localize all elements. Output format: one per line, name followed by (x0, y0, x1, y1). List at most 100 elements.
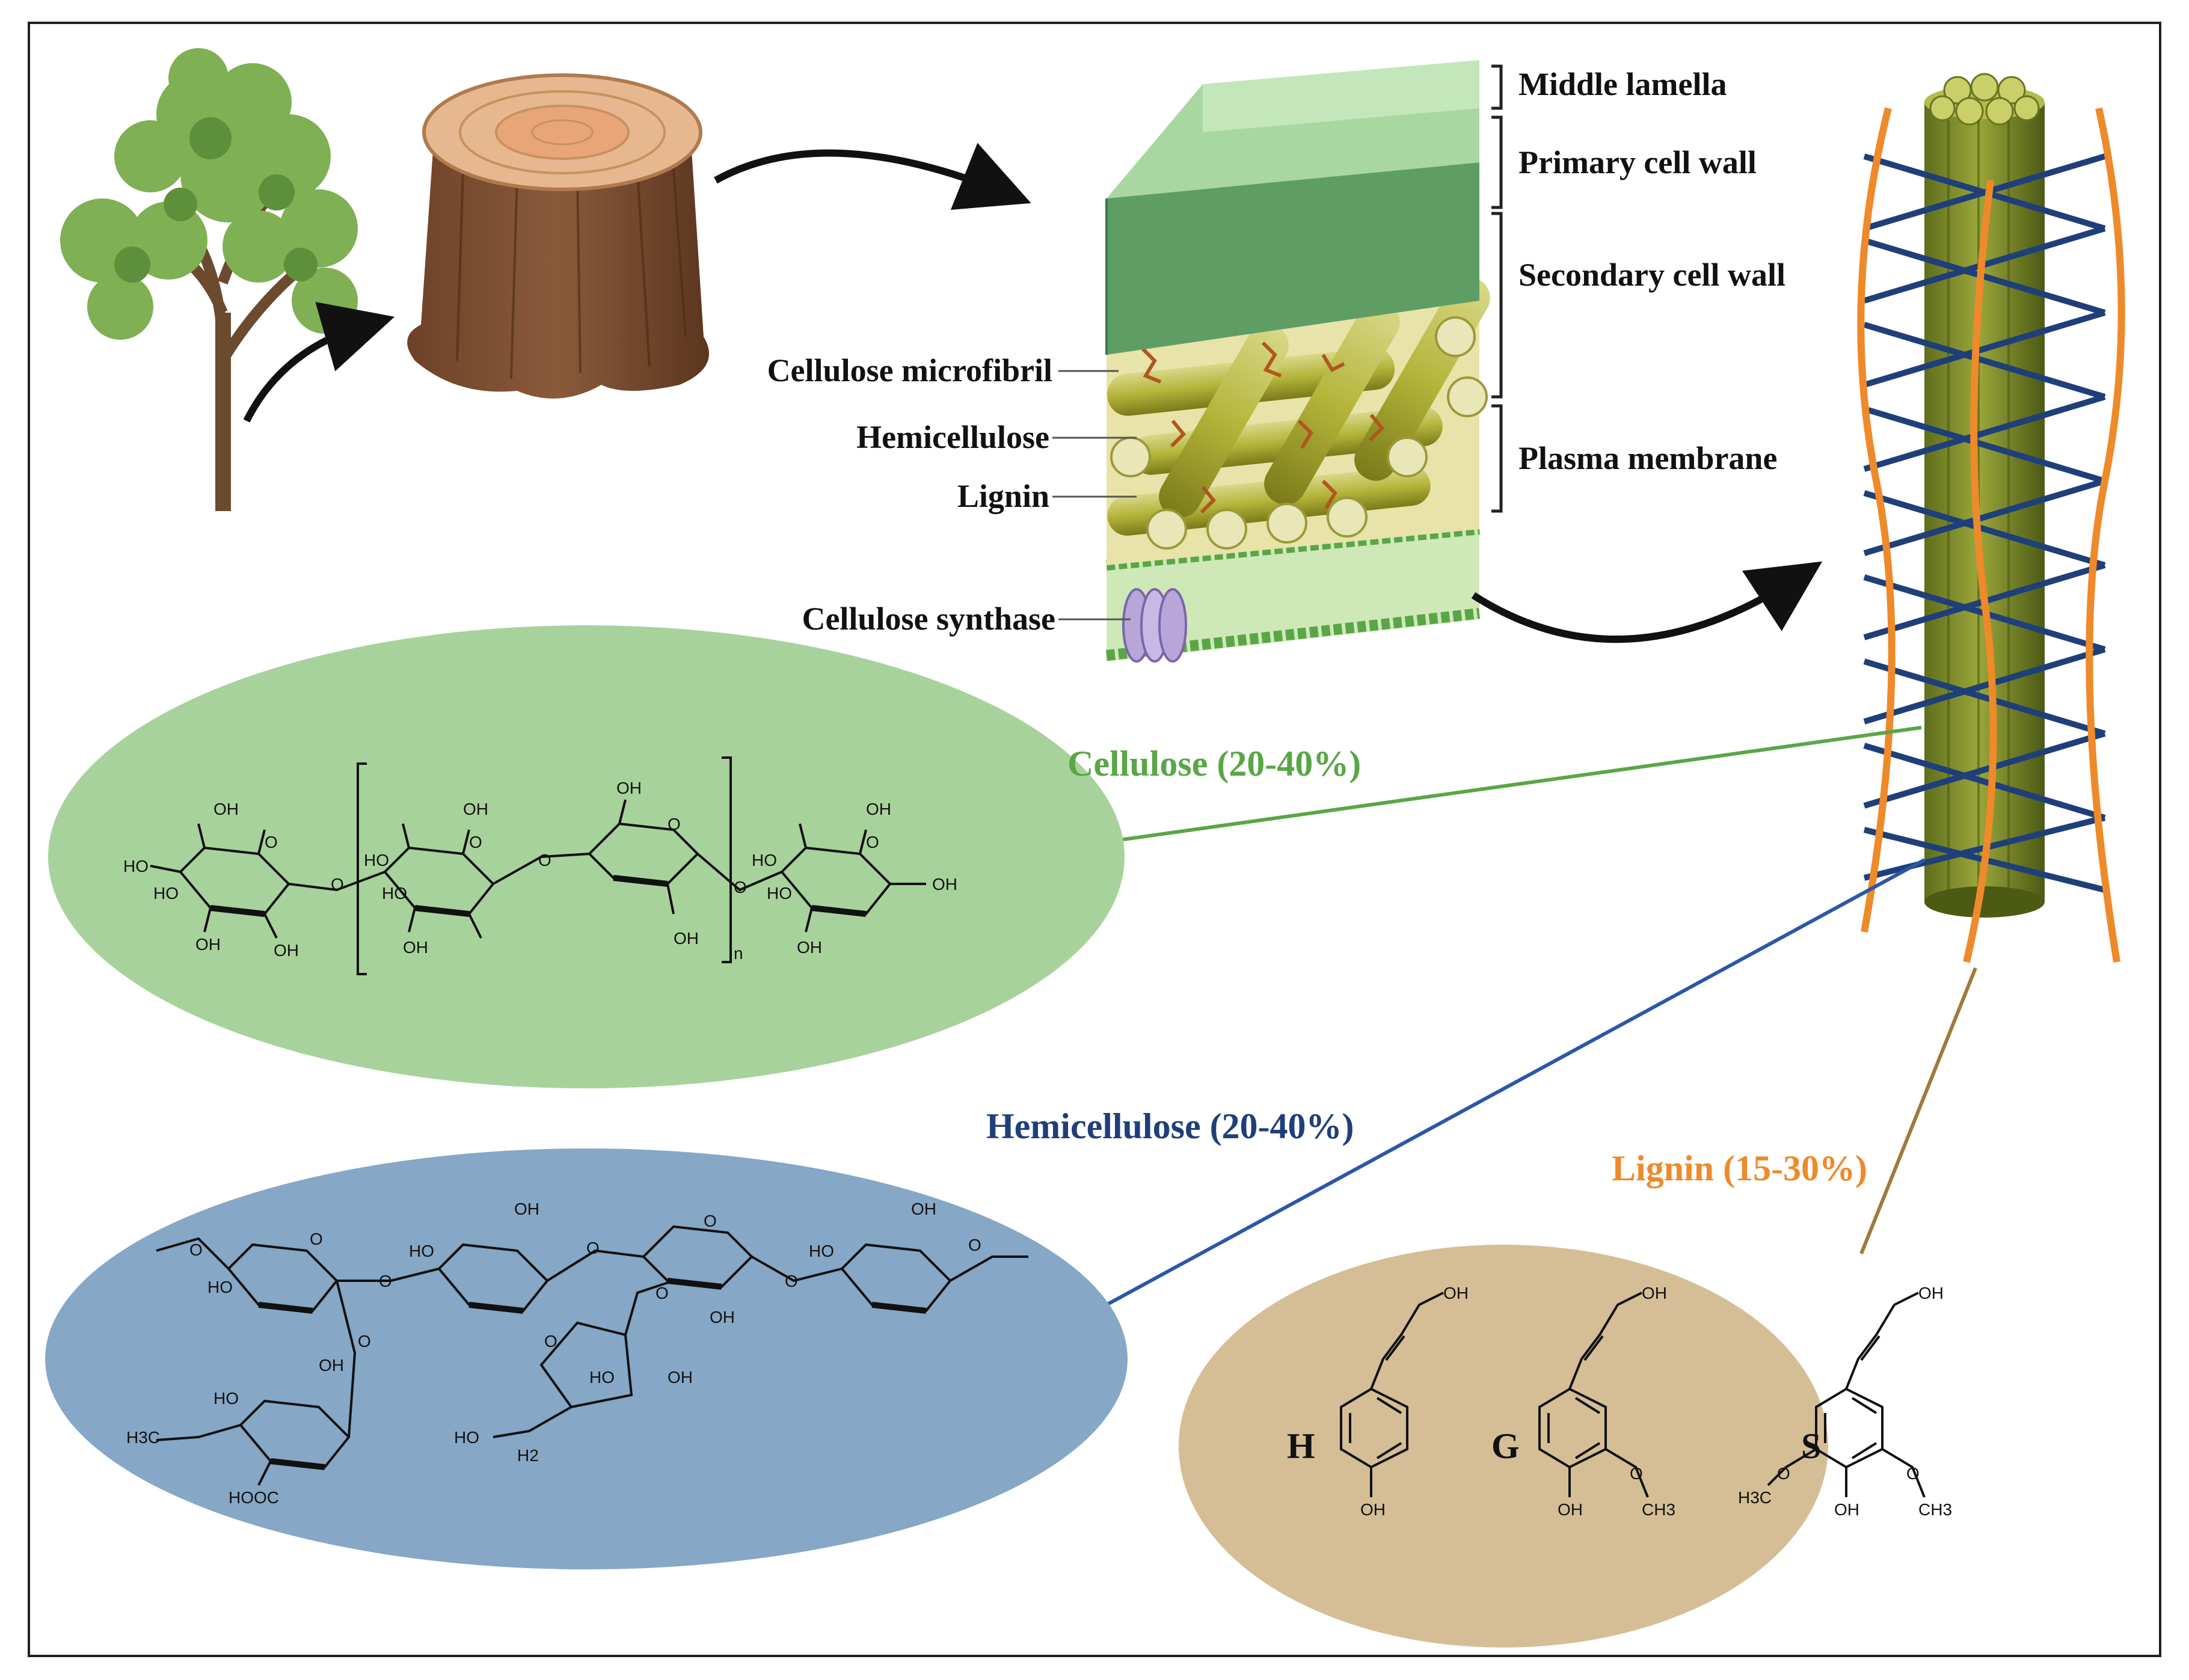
svg-text:O: O (586, 1239, 600, 1257)
arrow-tree-to-stump (243, 302, 395, 423)
svg-text:O: O (668, 815, 681, 833)
label-cellulose-percent: Cellulose (20-40%) (1067, 744, 1361, 783)
svg-text:CH3: CH3 (1642, 1500, 1675, 1519)
arrow-cellwall-to-fiber (1471, 561, 1823, 643)
svg-text:OH: OH (1443, 1284, 1469, 1302)
svg-text:O: O (655, 1284, 669, 1302)
svg-text:O: O (1906, 1464, 1920, 1483)
svg-text:O: O (358, 1332, 371, 1350)
svg-text:O: O (379, 1272, 392, 1290)
lignin-atom-labels: OH OH OH O OH CH3 OH O O H3C OH CH3 (1360, 1284, 1952, 1519)
svg-text:n: n (734, 944, 743, 963)
label-hemicellulose: Hemicellulose (856, 419, 1049, 455)
svg-text:HO: HO (213, 1389, 239, 1408)
svg-text:H3C: H3C (126, 1428, 160, 1447)
svg-text:OH: OH (911, 1200, 936, 1218)
svg-text:OH: OH (195, 935, 221, 954)
wall-layer-brackets (1491, 64, 1503, 513)
svg-text:HO: HO (207, 1278, 233, 1296)
arrow-stump-to-cellwall (714, 143, 1031, 210)
svg-text:O: O (469, 833, 482, 851)
svg-text:H2: H2 (517, 1446, 539, 1465)
cellulose-structure (150, 756, 926, 975)
svg-text:O: O (1777, 1464, 1790, 1483)
svg-text:O: O (310, 1230, 323, 1248)
svg-text:OH: OH (797, 938, 822, 957)
label-lignin-percent: Lignin (15-30%) (1612, 1148, 1867, 1188)
lignin-connector-line (1859, 967, 1977, 1255)
svg-text:OH: OH (866, 800, 891, 818)
svg-text:HO: HO (767, 884, 792, 903)
label-plasma-membrane: Plasma membrane (1518, 440, 1777, 476)
svg-text:OH: OH (668, 1368, 693, 1387)
lignin-structures (1340, 1292, 1926, 1498)
svg-text:OH: OH (213, 800, 239, 818)
cellulose-synthase-icon (1122, 588, 1187, 663)
svg-text:OH: OH (463, 800, 488, 818)
tree-stump-icon (407, 73, 709, 399)
svg-text:H3C: H3C (1738, 1488, 1772, 1507)
svg-text:HO: HO (364, 851, 389, 869)
cellulose-microfibril-bundles (1107, 277, 1490, 550)
cellulose-ellipse (48, 625, 1125, 1088)
lignin-strands (1857, 107, 2125, 963)
label-cellulose-microfibril: Cellulose microfibril (767, 352, 1052, 388)
lignin-network (1141, 341, 1385, 514)
svg-text:O: O (734, 878, 747, 897)
svg-text:OH: OH (274, 941, 299, 960)
svg-text:O: O (544, 1332, 557, 1350)
svg-text:OH: OH (710, 1308, 735, 1326)
tree-icon (60, 48, 358, 511)
svg-text:O: O (866, 833, 879, 851)
hemicellulose-structure (156, 1225, 1028, 1486)
label-lignin: Lignin (957, 478, 1049, 514)
svg-text:OH: OH (1558, 1500, 1583, 1519)
svg-text:O: O (265, 833, 278, 851)
label-monolignol-g: G (1491, 1426, 1520, 1466)
label-middle-lamella: Middle lamella (1518, 66, 1727, 102)
svg-text:CH3: CH3 (1918, 1500, 1952, 1519)
svg-text:HO: HO (589, 1368, 615, 1387)
label-monolignol-s: S (1801, 1426, 1821, 1466)
lignocellulose-fiber (1857, 73, 2125, 963)
svg-text:HO: HO (454, 1428, 479, 1447)
svg-text:HO: HO (809, 1242, 834, 1260)
svg-text:HO: HO (382, 884, 407, 903)
svg-text:OH: OH (403, 938, 428, 957)
svg-text:HO: HO (752, 851, 777, 869)
svg-text:HO: HO (409, 1242, 434, 1260)
svg-text:OH: OH (514, 1200, 539, 1218)
svg-text:OH: OH (1918, 1284, 1944, 1302)
lignin-ellipse (1179, 1245, 1828, 1648)
hemicellulose-atom-labels: O O HO O HO OH O O OH O HO OH O O OH O H… (126, 1200, 981, 1507)
svg-text:HO: HO (123, 857, 149, 875)
svg-text:OH: OH (319, 1356, 344, 1375)
figure-frame (28, 22, 2161, 1657)
svg-text:O: O (704, 1212, 717, 1230)
label-primary-cell-wall: Primary cell wall (1518, 144, 1757, 180)
svg-text:OH: OH (932, 875, 957, 894)
svg-text:OH: OH (1834, 1500, 1859, 1519)
svg-text:OH: OH (616, 779, 642, 797)
label-secondary-cell-wall: Secondary cell wall (1518, 257, 1785, 293)
cell-wall-block (1105, 60, 1490, 663)
svg-text:O: O (331, 875, 344, 894)
svg-text:O: O (1630, 1464, 1643, 1483)
label-monolignol-h: H (1287, 1426, 1315, 1466)
hemicellulose-connector-line (1105, 858, 1926, 1307)
svg-text:OH: OH (1360, 1500, 1386, 1519)
svg-text:OH: OH (1642, 1284, 1667, 1302)
cellulose-atom-labels: OH HO HO OH OH O O OH HO HO OH O O OH O … (123, 779, 957, 963)
svg-text:HOOC: HOOC (229, 1488, 279, 1507)
svg-text:O: O (785, 1272, 798, 1290)
svg-text:O: O (968, 1236, 981, 1254)
label-cellulose-synthase: Cellulose synthase (802, 601, 1055, 637)
svg-text:O: O (189, 1240, 203, 1259)
svg-text:OH: OH (674, 929, 699, 948)
cellulose-connector-line (1106, 726, 1922, 844)
svg-text:O: O (538, 851, 551, 869)
label-hemicellulose-percent: Hemicellulose (20-40%) (986, 1106, 1354, 1146)
svg-text:HO: HO (153, 884, 179, 903)
